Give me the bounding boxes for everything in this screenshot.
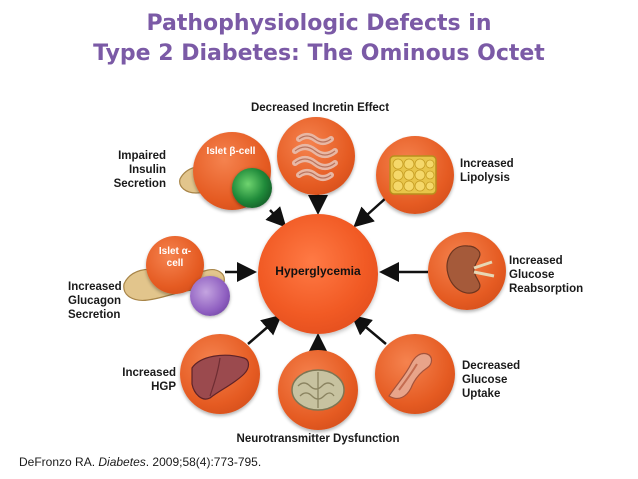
citation-authors: DeFronzo RA. — [19, 455, 96, 469]
lipolysis-node — [376, 136, 454, 214]
beta-cell-image — [232, 168, 272, 208]
incretin-node — [277, 117, 355, 195]
glucose-uptake-node — [375, 334, 455, 414]
alpha-cell-image — [190, 276, 230, 316]
hgp-label: Increased HGP — [122, 367, 176, 393]
hyperglycemia-hub — [258, 214, 378, 334]
arrow-uptake — [351, 314, 387, 345]
neurotransmitter-label: Neurotransmitter Dysfunction — [236, 433, 400, 445]
citation-journal: Diabetes — [98, 455, 146, 469]
muscle-arm-icon — [388, 352, 433, 400]
fat-tissue-icon — [389, 155, 437, 195]
citation-details: . 2009;58(4):773-795. — [145, 455, 262, 469]
hgp-node — [180, 334, 260, 414]
title-line-2: Type 2 Diabetes: The Ominous Octet — [93, 41, 545, 66]
liver-icon — [191, 354, 250, 400]
incretin-label: Decreased Incretin Effect — [250, 102, 390, 114]
arrow-hgp — [247, 314, 282, 345]
glucose-reabsorption-label: Increased Glucose Reabsorption — [509, 255, 584, 295]
arrow-insulin — [265, 206, 287, 228]
islet-beta-tag: Islet β-cell — [206, 146, 256, 157]
brain-icon — [291, 369, 345, 411]
glucose-uptake-label: Decreased Glucose Uptake — [462, 360, 521, 400]
islet-alpha-tag: Islet α- cell — [158, 246, 192, 269]
neurotransmitter-node — [278, 350, 358, 430]
arrow-lipolysis — [353, 196, 388, 228]
lipolysis-label: Increased Lipolysis — [460, 158, 514, 184]
hyperglycemia-label: Hyperglycemia — [275, 264, 361, 278]
title-line-1: Pathophysiologic Defects in — [146, 11, 492, 36]
insulin-label: Impaired Insulin Secretion — [113, 150, 166, 190]
citation: DeFronzo RA. Diabetes. 2009;58(4):773-79… — [19, 455, 261, 469]
intestine-icon — [292, 133, 338, 181]
kidney-icon — [446, 245, 495, 294]
glucose-reabsorption-node — [428, 232, 506, 310]
glucagon-label: Increased Glucagon Secretion — [68, 281, 122, 321]
